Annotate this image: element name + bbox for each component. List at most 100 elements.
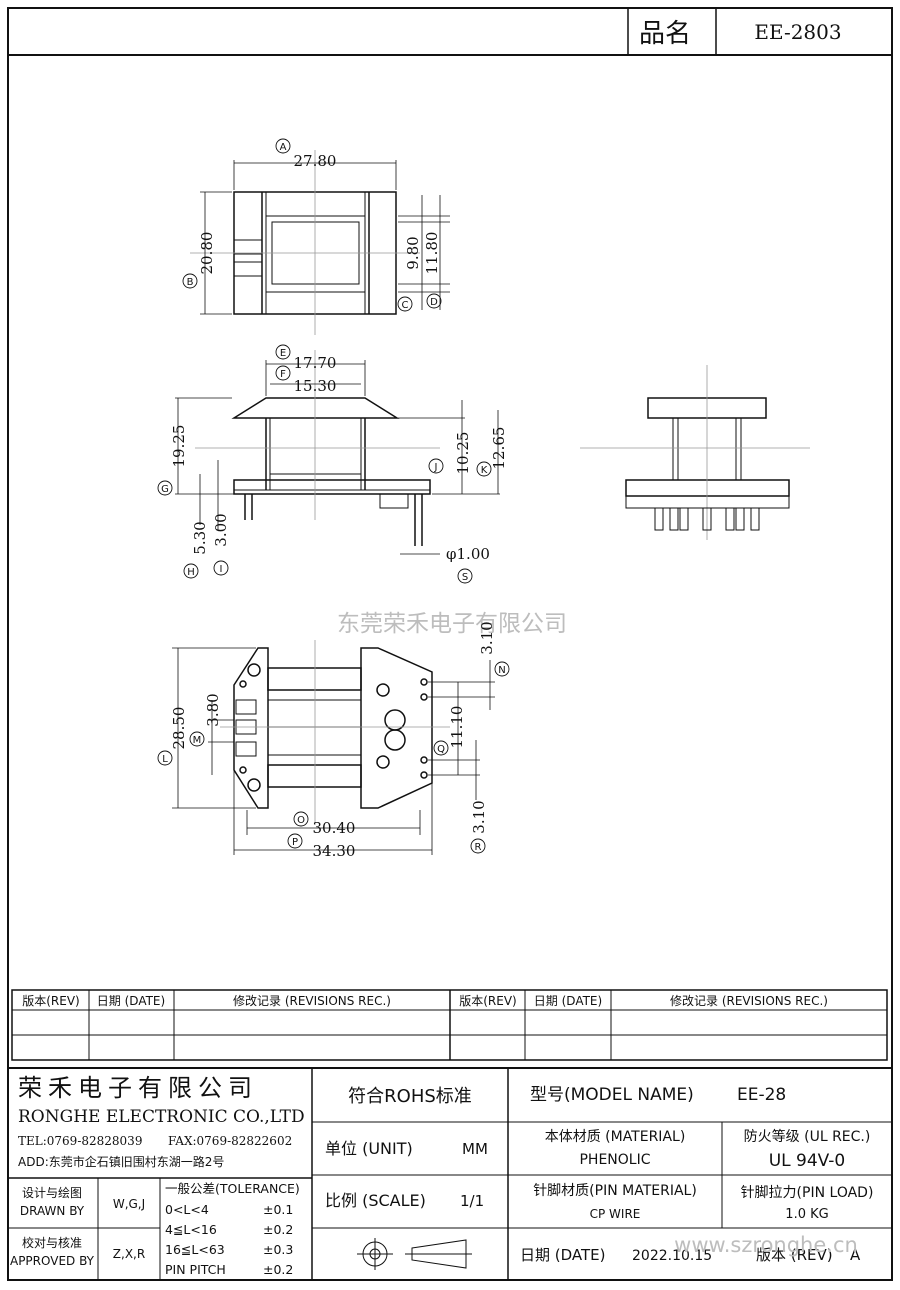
marker-B: B — [187, 277, 194, 288]
marker-N: N — [498, 665, 505, 676]
pin-load-label: 针脚拉力(PIN LOAD) — [741, 1185, 874, 1201]
middle-block: 符合ROHS标准 单位 (UNIT) MM 比例 (SCALE) 1/1 — [325, 1086, 488, 1210]
scale-label: 比例 (SCALE) — [325, 1191, 426, 1210]
drawn-label-en: DRAWN BY — [20, 1204, 85, 1218]
dim-R: 3.10 — [470, 800, 488, 833]
marker-H: H — [187, 567, 195, 578]
pin-load-value: 1.0 KG — [785, 1207, 828, 1222]
top-view — [190, 150, 450, 335]
marker-O: O — [297, 815, 305, 826]
marker-letters: A B C D E F G H I J K S L M N O P Q R — [161, 142, 506, 853]
marker-J: J — [434, 462, 438, 473]
date-label: 日期 (DATE) — [520, 1246, 606, 1264]
scale-value: 1/1 — [460, 1192, 484, 1210]
marker-L: L — [162, 754, 168, 765]
marker-I: I — [220, 564, 223, 575]
material-value: PHENOLIC — [579, 1152, 650, 1168]
dim-G: 19.25 — [170, 425, 188, 468]
bottom-view — [172, 640, 495, 855]
marker-A: A — [280, 142, 287, 153]
name-label: 品名 — [639, 19, 691, 49]
approved-label-en: APPROVED BY — [10, 1254, 95, 1268]
marker-M: M — [193, 735, 202, 746]
drawn-by: W,G,J — [113, 1197, 145, 1211]
dim-L: 28.50 — [170, 707, 188, 750]
dim-D: 11.80 — [423, 232, 441, 275]
dim-J: 10.25 — [454, 432, 472, 475]
marker-C: C — [402, 300, 409, 311]
dim-E: 17.70 — [294, 354, 337, 372]
tolerance-title: 一般公差(TOLERANCE) — [165, 1181, 300, 1196]
tol-value-2: ±0.2 — [263, 1222, 293, 1237]
material-label: 本体材质 (MATERIAL) — [545, 1129, 686, 1145]
side-view — [580, 365, 810, 540]
marker-Q: Q — [437, 744, 445, 755]
approved-by: Z,X,R — [113, 1247, 145, 1261]
part-number: EE-2803 — [754, 20, 841, 44]
rec-header-2: 修改记录 (REVISIONS REC.) — [670, 993, 828, 1008]
date-value: 2022.10.15 — [632, 1248, 712, 1264]
dim-O: 30.40 — [313, 819, 356, 837]
tol-value-1: ±0.1 — [263, 1202, 293, 1217]
watermark: 东莞荣禾电子有限公司 — [337, 611, 567, 637]
right-block: 型号(MODEL NAME) EE-28 本体材质 (MATERIAL) PHE… — [520, 1085, 873, 1264]
tol-value-4: ±0.2 — [263, 1262, 293, 1277]
unit-value: MM — [462, 1140, 488, 1158]
watermark-url: www.szronghe.cn — [674, 1233, 858, 1257]
approved-label-cn: 校对与核准 — [22, 1235, 82, 1250]
marker-R: R — [475, 842, 482, 853]
pin-material-label: 针脚材质(PIN MATERIAL) — [533, 1183, 697, 1199]
tolerance-table: 一般公差(TOLERANCE) 0<L<4 ±0.1 4≦L<16 ±0.2 1… — [165, 1181, 300, 1277]
company-address: ADD:东莞市企石镇旧围村东湖一路2号 — [18, 1154, 224, 1169]
fire-rating-label: 防火等级 (UL REC.) — [744, 1128, 871, 1145]
company-fax: FAX:0769-82822602 — [168, 1134, 292, 1148]
company-info: 荣禾电子有限公司 RONGHE ELECTRONIC CO.,LTD TEL:0… — [18, 1074, 305, 1169]
dim-H: 5.30 — [191, 521, 209, 554]
sheet-border — [7, 7, 893, 1281]
tol-range-4: PIN PITCH — [165, 1262, 226, 1277]
drawn-label-cn: 设计与绘图 — [22, 1185, 82, 1200]
dim-A: 27.80 — [294, 152, 337, 170]
marker-D: D — [430, 297, 438, 308]
marker-G: G — [161, 484, 169, 495]
projection-symbol — [357, 1238, 472, 1270]
marker-E: E — [280, 348, 286, 359]
unit-label: 单位 (UNIT) — [325, 1139, 413, 1158]
marker-S: S — [462, 572, 468, 583]
tol-value-3: ±0.3 — [263, 1242, 293, 1257]
tol-range-2: 4≦L<16 — [165, 1222, 217, 1237]
dim-B: 20.80 — [198, 232, 216, 275]
date-header-2: 日期 (DATE) — [534, 994, 602, 1008]
rec-header-1: 修改记录 (REVISIONS REC.) — [233, 993, 391, 1008]
tol-range-3: 16≦L<63 — [165, 1242, 225, 1257]
dim-N: 3.10 — [478, 621, 496, 654]
title-block — [8, 1067, 892, 1280]
marker-P: P — [292, 837, 298, 848]
rev-header-2: 版本(REV) — [459, 994, 517, 1008]
tol-range-1: 0<L<4 — [165, 1202, 209, 1217]
dim-I: 3.00 — [212, 513, 230, 546]
dim-C: 9.80 — [404, 236, 422, 269]
date-header-1: 日期 (DATE) — [97, 994, 165, 1008]
dim-Q: 11.10 — [448, 706, 466, 749]
dim-P: 34.30 — [313, 842, 356, 860]
dim-S: φ1.00 — [446, 545, 490, 563]
dim-M: 3.80 — [204, 693, 222, 726]
dim-F: 15.30 — [294, 377, 337, 395]
signoff: 设计与绘图 DRAWN BY W,G,J 校对与核准 APPROVED BY Z… — [10, 1185, 145, 1268]
markers — [157, 138, 510, 854]
company-name-cn: 荣禾电子有限公司 — [18, 1074, 258, 1102]
marker-K: K — [481, 465, 488, 476]
dimension-labels: 27.80 20.80 9.80 11.80 17.70 15.30 19.25… — [170, 152, 508, 860]
model-label: 型号(MODEL NAME) — [530, 1085, 694, 1105]
rev-value: A — [850, 1246, 861, 1264]
rohs-text: 符合ROHS标准 — [348, 1086, 472, 1107]
model-value: EE-28 — [737, 1085, 786, 1105]
pin-material-value: CP WIRE — [590, 1207, 641, 1221]
company-name-en: RONGHE ELECTRONIC CO.,LTD — [18, 1107, 305, 1127]
company-tel: TEL:0769-82828039 — [18, 1134, 142, 1148]
rev-label: 版本 (REV) — [756, 1246, 833, 1264]
dim-K: 12.65 — [490, 427, 508, 470]
fire-rating-value: UL 94V-0 — [769, 1151, 846, 1171]
